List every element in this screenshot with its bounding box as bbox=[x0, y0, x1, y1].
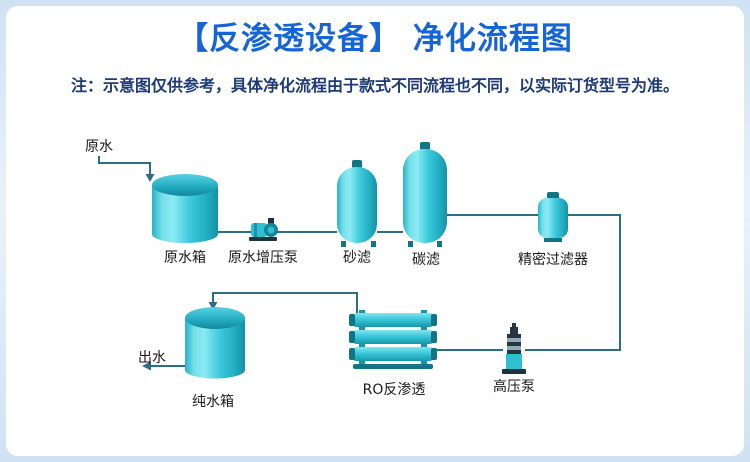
sand-filter-shape bbox=[337, 160, 377, 247]
carbon-filter-shape bbox=[403, 142, 447, 247]
page-title: 【反渗透设备】 净化流程图 bbox=[177, 21, 573, 57]
ro-membrane-unit-shape bbox=[349, 310, 437, 369]
pipe-ro-to-pure-tank bbox=[212, 292, 358, 314]
raw-water-tank-shape bbox=[152, 174, 218, 243]
raw-water-tank-label: 原水箱 bbox=[164, 250, 206, 266]
carbon-filter-label: 碳滤 bbox=[412, 252, 440, 268]
outlet-label: 出水 bbox=[138, 350, 166, 366]
inlet-label: 原水 bbox=[85, 139, 113, 155]
precision-filter-shape bbox=[538, 192, 568, 242]
high-pressure-pump-label: 高压泵 bbox=[493, 379, 535, 395]
high-pressure-pump-shape bbox=[502, 323, 526, 374]
sand-filter-label: 砂滤 bbox=[343, 250, 371, 266]
booster-pump-shape bbox=[249, 218, 278, 241]
ro-reverse-osmosis-label: RO反渗透 bbox=[362, 382, 426, 398]
precision-filter-label: 精密过滤器 bbox=[518, 252, 588, 268]
pure-water-tank-shape bbox=[185, 307, 245, 379]
arrow-into-pure-tank bbox=[208, 302, 218, 310]
note-text: 注：示意图仅供参考，具体净化流程由于款式不同流程也不同，以实际订货型号为准。 bbox=[70, 76, 679, 95]
pure-water-tank-label: 纯水箱 bbox=[192, 394, 234, 410]
process-flow-diagram bbox=[98, 142, 621, 379]
pipe-inlet bbox=[98, 156, 151, 175]
arrow-into-raw-tank bbox=[145, 174, 155, 182]
booster-pump-label: 原水增压泵 bbox=[228, 250, 298, 266]
arrow-outlet bbox=[142, 361, 151, 371]
flow-arrows bbox=[142, 174, 218, 371]
pipe-precision-to-hp-pump bbox=[525, 214, 621, 351]
